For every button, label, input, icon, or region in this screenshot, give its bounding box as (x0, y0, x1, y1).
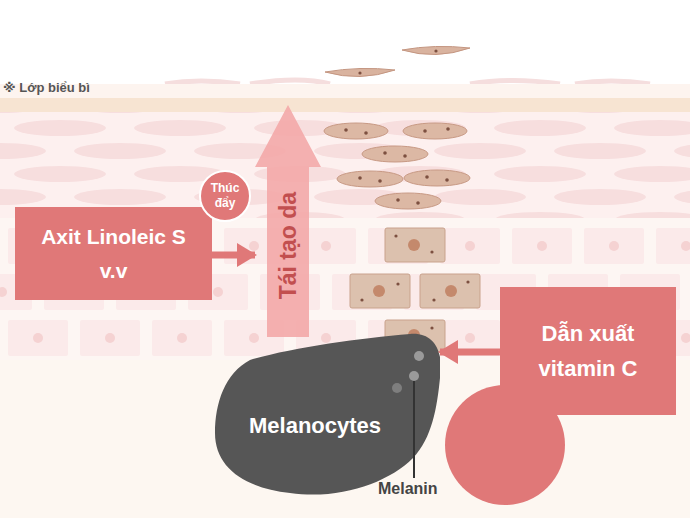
leader-line (413, 377, 415, 478)
node-text: Dẫn xuất vitamin C (522, 316, 654, 386)
ingredient-box: Dẫn xuất vitamin C (500, 287, 676, 415)
arrow-connector (212, 252, 255, 259)
node-text: Tái tạo da (275, 192, 302, 299)
melanin-dot (409, 371, 419, 381)
melanin-dot (392, 383, 402, 393)
melanocyte-cell: Melanocytes (210, 308, 440, 503)
arrow-connector (440, 349, 500, 356)
layer-label: ※ Lớp biểu bì (3, 80, 90, 95)
ingredient-box: Axit Linoleic S v.v (15, 207, 212, 300)
part-label: Melanin (378, 480, 438, 498)
melanocyte-cell-outline (210, 308, 440, 503)
melanin-dot (414, 351, 424, 361)
promote-circle: Thúc đẩy (199, 170, 251, 222)
node-text: Thúc đẩy (208, 181, 242, 211)
renewal-arrow: Tái tạo da (255, 105, 321, 337)
node-text: Axit Linoleic S v.v (25, 220, 202, 287)
node-text: Melanocytes (249, 413, 381, 439)
